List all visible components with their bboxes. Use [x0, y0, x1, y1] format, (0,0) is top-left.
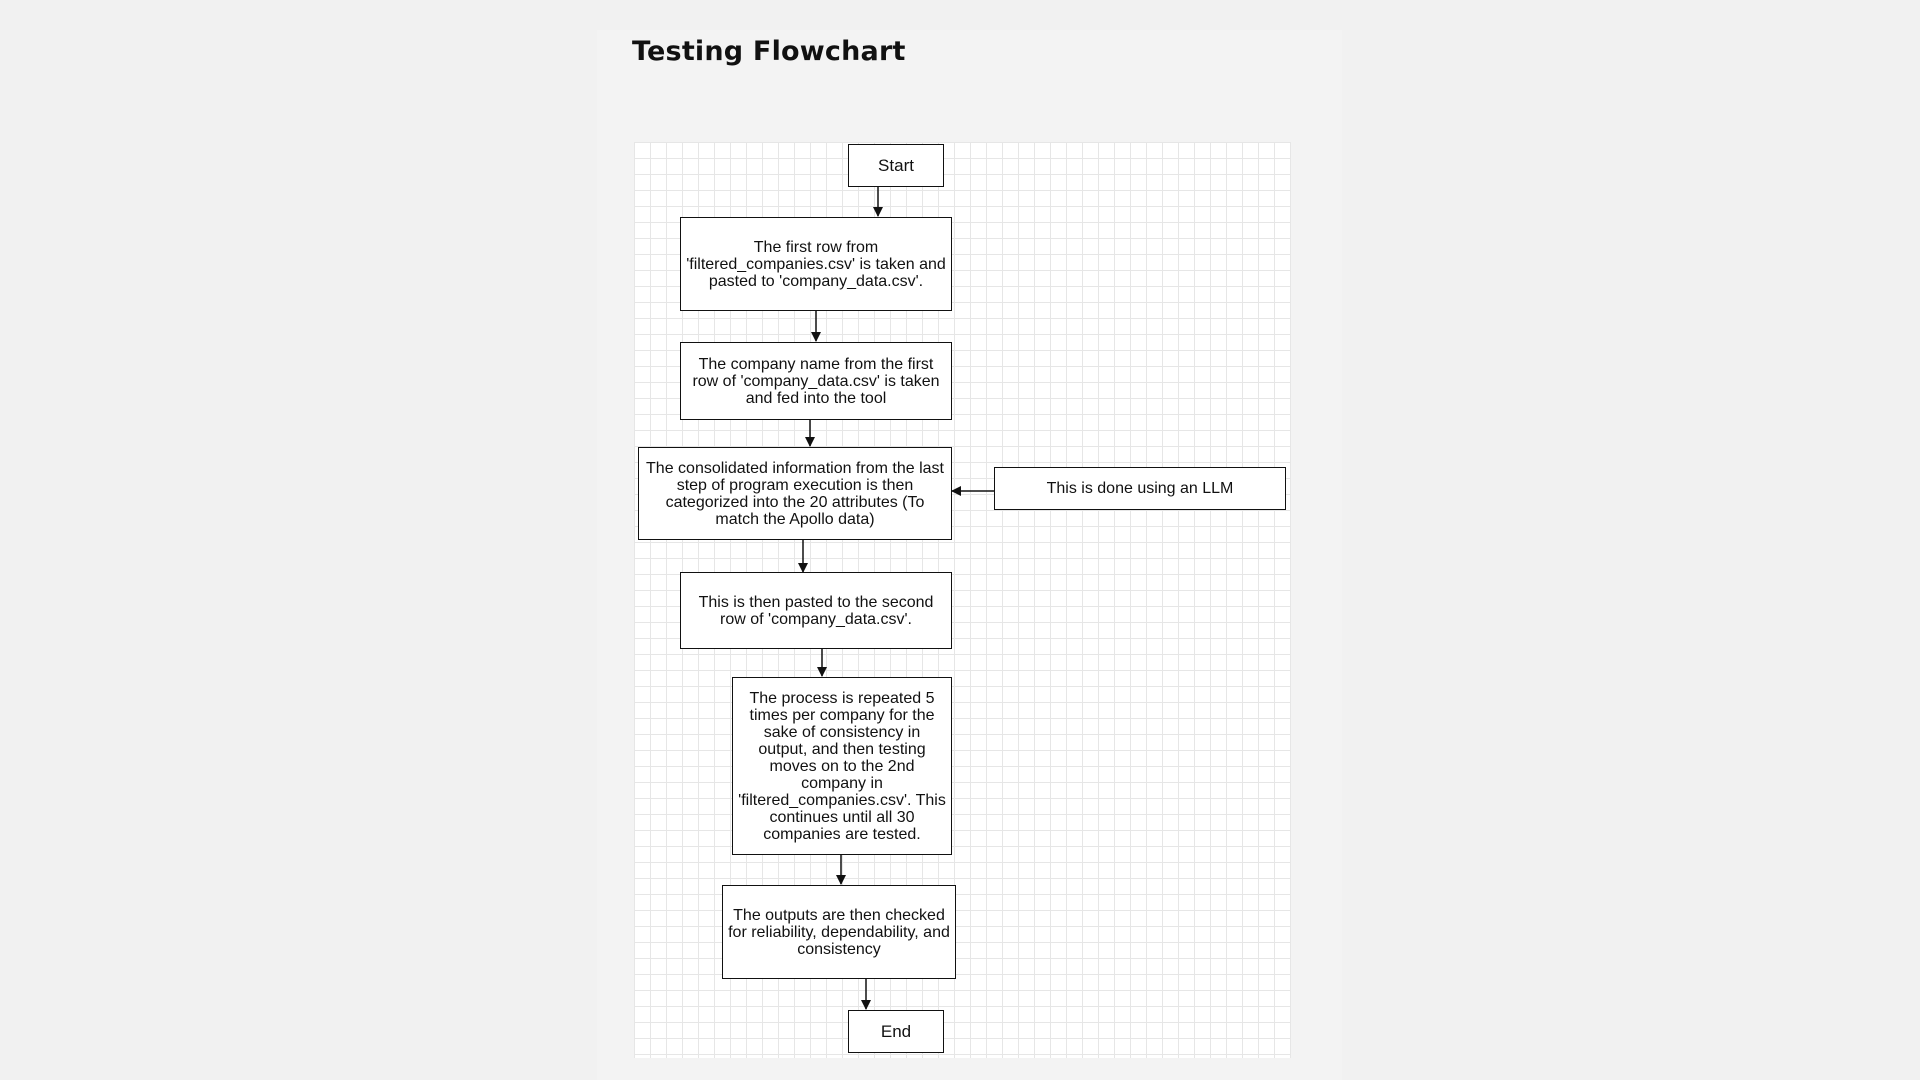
page-title: Testing Flowchart — [632, 36, 906, 67]
step-feed-company-name: The company name from the first row of '… — [680, 342, 952, 420]
step-paste-second-row: This is then pasted to the second row of… — [680, 572, 952, 649]
end-node: End — [848, 1010, 944, 1053]
step-categorize-attributes: The consolidated information from the la… — [638, 447, 952, 540]
start-node: Start — [848, 144, 944, 187]
step-repeat-process: The process is repeated 5 times per comp… — [732, 677, 952, 855]
step-check-outputs: The outputs are then checked for reliabi… — [722, 885, 956, 979]
step-copy-first-row: The first row from 'filtered_companies.c… — [680, 217, 952, 311]
llm-note: This is done using an LLM — [994, 467, 1286, 510]
